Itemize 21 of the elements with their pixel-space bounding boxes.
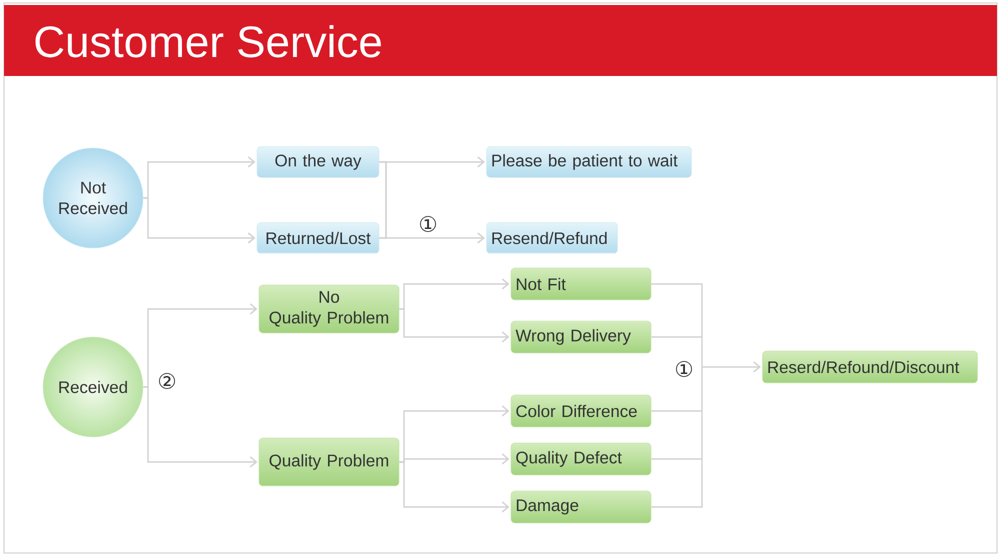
process-box: Please be patient to wait xyxy=(486,146,692,178)
process-box: Color Difference xyxy=(510,394,652,428)
connector-arrow xyxy=(399,308,510,343)
connector-arrow xyxy=(650,283,761,508)
process-box: Reserd/Refound/Discount xyxy=(762,350,978,384)
connector-arrow xyxy=(143,197,256,244)
title: Customer Service xyxy=(36,25,381,58)
process-box: Returned/Lost xyxy=(256,222,380,254)
step-number: ① xyxy=(420,216,436,232)
step-number: ① xyxy=(676,361,692,377)
connector-arrow xyxy=(143,386,258,468)
connector-arrow xyxy=(399,461,510,513)
process-box: No Quality Problem xyxy=(258,284,400,334)
process-box: Quality Problem xyxy=(258,438,400,486)
process-box: Damage xyxy=(510,490,652,524)
process-box: Not Fit xyxy=(510,268,652,300)
process-box: Resend/Refund xyxy=(486,222,618,254)
process-box: Wrong Delivery xyxy=(510,320,652,354)
step-number: ② xyxy=(159,373,175,389)
process-box: Quality Defect xyxy=(510,442,652,476)
process-box: On the way xyxy=(256,146,380,178)
